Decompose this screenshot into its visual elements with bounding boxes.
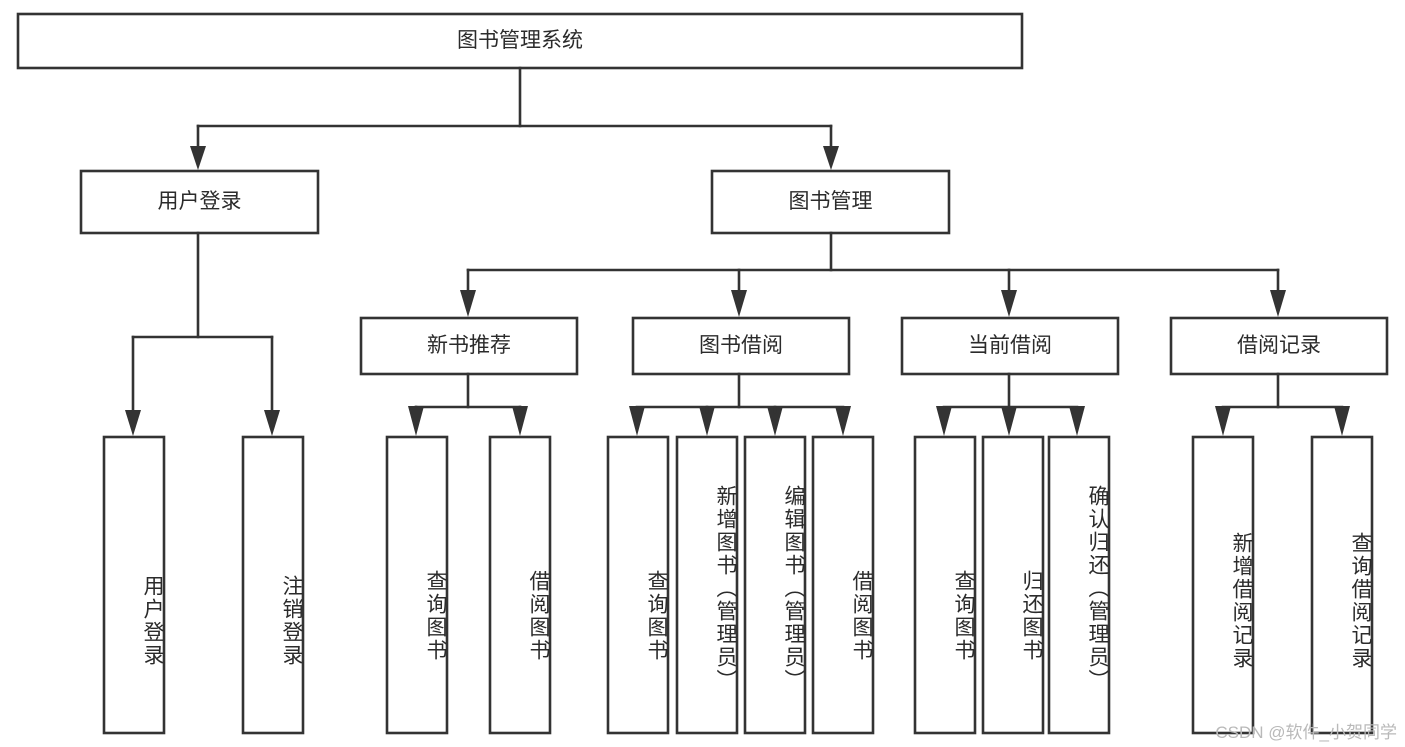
arrow-head-bo-3 xyxy=(767,406,783,436)
arrow-head-ul-2 xyxy=(264,410,280,436)
node-root-box[interactable] xyxy=(16,12,1024,70)
arrow-head-ul-1 xyxy=(125,410,141,436)
node-current-box[interactable] xyxy=(900,316,1120,376)
arrow-head-user-login xyxy=(190,146,206,170)
arrow-head-re-1 xyxy=(1215,406,1231,436)
node-leaf-re-add-box[interactable] xyxy=(1191,435,1255,735)
arrow-head-cu-1 xyxy=(936,406,952,436)
arrow-head-nb-2 xyxy=(512,406,528,436)
arrow-head-book-manage xyxy=(823,146,839,170)
arrow-head-bo-2 xyxy=(699,406,715,436)
node-leaf-bo-query-box[interactable] xyxy=(606,435,670,735)
node-leaf-cu-confirm-box[interactable] xyxy=(1047,435,1111,735)
arrow-head-new-book xyxy=(460,290,476,317)
node-new-book-box[interactable] xyxy=(359,316,579,376)
arrow-head-cu-3 xyxy=(1069,406,1085,436)
node-leaf-nb-query-box[interactable] xyxy=(385,435,449,735)
node-book-manage-box[interactable] xyxy=(710,169,951,235)
arrow-head-bo-1 xyxy=(629,406,645,436)
node-leaf-bo-edit-box[interactable] xyxy=(743,435,807,735)
node-records-box[interactable] xyxy=(1169,316,1389,376)
arrow-head-records xyxy=(1270,290,1286,317)
node-leaf-bo-add-box[interactable] xyxy=(675,435,739,735)
arrow-head-nb-1 xyxy=(408,406,424,436)
arrow-head-borrow xyxy=(731,290,747,317)
arrow-head-re-2 xyxy=(1334,406,1350,436)
node-leaf-cu-query-box[interactable] xyxy=(913,435,977,735)
node-leaf-nb-borrow-box[interactable] xyxy=(488,435,552,735)
node-leaf-bo-borrow-box[interactable] xyxy=(811,435,875,735)
arrow-head-current xyxy=(1001,290,1017,317)
node-leaf-cu-return-box[interactable] xyxy=(981,435,1045,735)
node-leaf-user-login-box[interactable] xyxy=(102,435,166,735)
arrow-head-bo-4 xyxy=(835,406,851,436)
node-borrow-box[interactable] xyxy=(631,316,851,376)
node-leaf-logout-box[interactable] xyxy=(241,435,305,735)
arrow-head-cu-2 xyxy=(1001,406,1017,436)
node-user-login-box[interactable] xyxy=(79,169,320,235)
node-leaf-re-query-box[interactable] xyxy=(1310,435,1374,735)
